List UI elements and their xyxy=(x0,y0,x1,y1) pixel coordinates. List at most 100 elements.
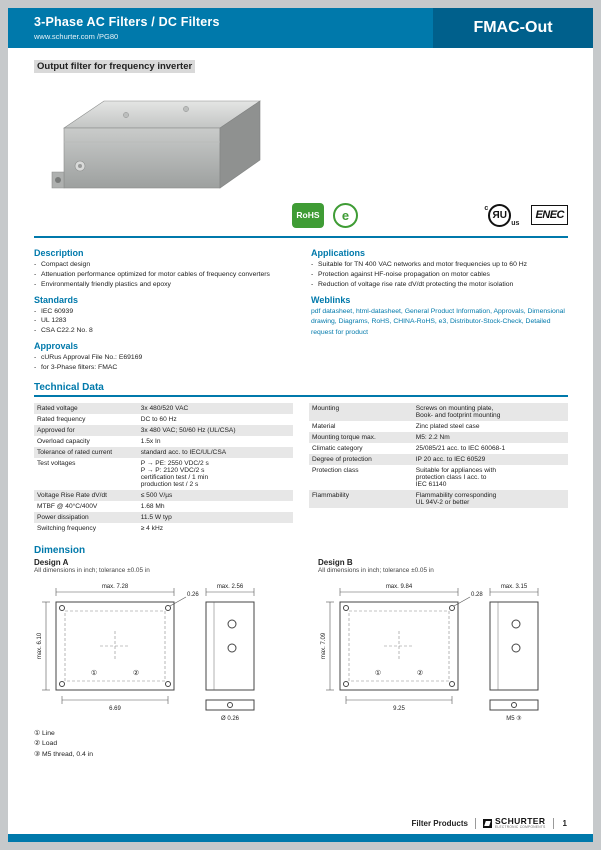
approvals-heading: Approvals xyxy=(34,341,79,352)
dimension-label: max. 7.28 xyxy=(102,584,129,590)
dimension-label: max. 9.84 xyxy=(386,584,413,590)
spec-value: IP 20 acc. to IEC 60529 xyxy=(415,455,486,463)
spec-label: Voltage Rise Rate dV/dt xyxy=(37,491,108,499)
spec-label: Flammability xyxy=(312,491,350,499)
header-bar: 3-Phase AC Filters / DC Filters www.schu… xyxy=(8,8,593,48)
bottom-accent-bar xyxy=(8,834,593,842)
header-url-link[interactable]: www.schurter.com /PG80 xyxy=(34,32,119,41)
curus-logo-mark: ЯU xyxy=(488,203,512,227)
spec-value: ≤ 500 V/µs xyxy=(140,491,173,499)
spec-row: Approved for 3x 480 VAC; 50/60 Hz (UL/CSA… xyxy=(34,424,293,436)
right-column: Applications Suitable for TN 400 VAC net… xyxy=(311,243,568,373)
list-item: UL 1283 xyxy=(34,316,291,326)
list-item: IEC 60939 xyxy=(34,307,291,317)
list-item: Suitable for TN 400 VAC networks and mot… xyxy=(311,260,568,270)
spec-label: Degree of protection xyxy=(312,455,372,463)
spec-value: 3x 480/520 VAC xyxy=(140,404,189,412)
spec-row: Mounting torque max.M5: 2.2 Nm xyxy=(309,431,568,443)
spec-value: DC to 60 Hz xyxy=(140,415,177,423)
note-thread: ③ M5 thread, 0.4 in xyxy=(34,750,93,758)
list-item: cURus Approval File No.: E69169 xyxy=(34,353,291,363)
china-rohs-logo-label: e xyxy=(341,207,350,223)
design-a-drawing: ① ② max. 7.28 max. 6.10 6.69 xyxy=(37,584,255,722)
spec-label: Mounting xyxy=(312,404,340,412)
spec-label: Approved for xyxy=(37,426,75,434)
list-item: Attenuation performance optimized for mo… xyxy=(34,270,291,280)
spec-label: Switching frequency xyxy=(37,524,97,532)
description-heading: Description xyxy=(34,248,84,258)
list-item: Environmentally friendly plastics and ep… xyxy=(34,280,291,290)
intro-columns: Description Compact design Attenuation p… xyxy=(34,243,568,373)
spec-value: 1.5x In xyxy=(140,437,161,445)
technical-data-heading: Technical Data xyxy=(34,382,568,397)
spec-value: Suitable for appliances with protection … xyxy=(415,466,496,488)
design-b-block: Design B All dimensions in inch; toleran… xyxy=(318,558,568,722)
curus-logo: c ЯU us xyxy=(484,203,520,227)
design-a-caption: All dimensions in inch; tolerance ±0.05 … xyxy=(34,566,150,574)
spec-value: P → PE: 2550 VDC/2 s P → P: 2120 VDC/2 s… xyxy=(140,459,209,488)
spec-label: Test voltages xyxy=(37,459,76,467)
header-text-block: 3-Phase AC Filters / DC Filters www.schu… xyxy=(8,8,220,48)
dimension-label: max. 3.15 xyxy=(501,584,528,590)
spec-value: ≥ 4 kHz xyxy=(140,524,164,532)
curus-logo-c: c xyxy=(484,204,489,212)
enec-logo: ENEC xyxy=(531,205,568,225)
rohs-logo: RoHS xyxy=(292,202,324,228)
applications-list: Suitable for TN 400 VAC networks and mot… xyxy=(311,260,568,290)
weblinks-links[interactable]: pdf datasheet, html-datasheet, General P… xyxy=(311,307,565,336)
drawing-notes: ① Line ② Load ③ M5 thread, 0.4 in xyxy=(34,729,568,761)
design-b-caption: All dimensions in inch; tolerance ±0.05 … xyxy=(318,566,434,574)
spec-row: Test voltages P → PE: 2550 VDC/2 s P → P:… xyxy=(34,458,293,490)
load-marker: ② xyxy=(133,669,139,677)
spec-label: Rated frequency xyxy=(37,415,86,423)
datasheet-page: 3-Phase AC Filters / DC Filters www.schu… xyxy=(8,8,593,842)
spec-value: 3x 480 VAC; 50/60 Hz (UL/CSA) xyxy=(140,426,236,434)
note-line: ① Line xyxy=(34,729,55,737)
filter-box-illustration xyxy=(51,100,261,189)
approvals-list: cURus Approval File No.: E69169 for 3-Ph… xyxy=(34,353,291,373)
spec-row: Degree of protection IP 20 acc. to IEC 60… xyxy=(309,453,568,465)
curus-logo-us: us xyxy=(511,219,520,227)
spec-value: 11.5 W typ xyxy=(140,513,172,521)
spec-label: Protection class xyxy=(312,466,359,474)
spec-label: Material xyxy=(312,422,336,430)
line-marker: ① xyxy=(91,669,97,677)
line-marker: ① xyxy=(375,669,381,677)
china-rohs-logo: e xyxy=(333,202,358,228)
page-content: Output filter for frequency inverter xyxy=(8,48,593,760)
dimension-label: max. 6.10 xyxy=(37,632,43,659)
page-number: 1 xyxy=(562,818,567,828)
footer-divider xyxy=(552,817,554,829)
spec-row: Voltage Rise Rate dV/dt ≤ 500 V/µs xyxy=(34,489,293,501)
spec-label: Mounting torque max. xyxy=(312,433,376,441)
product-photo xyxy=(34,78,282,196)
rohs-logo-label: RoHS xyxy=(296,210,320,220)
schurter-logo: SCHURTER ELECTRONIC COMPONENTS xyxy=(482,816,546,829)
design-a-name: Design A xyxy=(34,557,69,567)
product-subtitle: Output filter for frequency inverter xyxy=(34,60,196,73)
footer-divider xyxy=(474,817,476,829)
section-divider xyxy=(34,236,568,238)
load-marker: ② xyxy=(417,669,423,677)
footer-section-label: Filter Products xyxy=(411,818,468,828)
list-item: Protection against HF-noise propagation … xyxy=(311,270,568,280)
weblinks-heading: Weblinks xyxy=(311,294,351,305)
spec-value: 1.68 Mh xyxy=(140,502,165,510)
spec-value: Flammability corresponding UL 94V-2 or b… xyxy=(415,491,497,506)
brand-tagline: ELECTRONIC COMPONENTS xyxy=(494,824,546,829)
left-column: Description Compact design Attenuation p… xyxy=(34,243,291,373)
page-footer: Filter Products SCHURTER ELECTRONIC COMP… xyxy=(412,817,569,829)
design-a-block: Design A All dimensions in inch; toleran… xyxy=(34,558,284,722)
certification-logos-row: RoHS e c ЯU us ENEC xyxy=(34,198,568,232)
dimension-label: 0.26 xyxy=(187,592,199,598)
dimension-label: M5 ③ xyxy=(506,715,521,722)
brand-name: SCHURTER xyxy=(494,816,546,827)
